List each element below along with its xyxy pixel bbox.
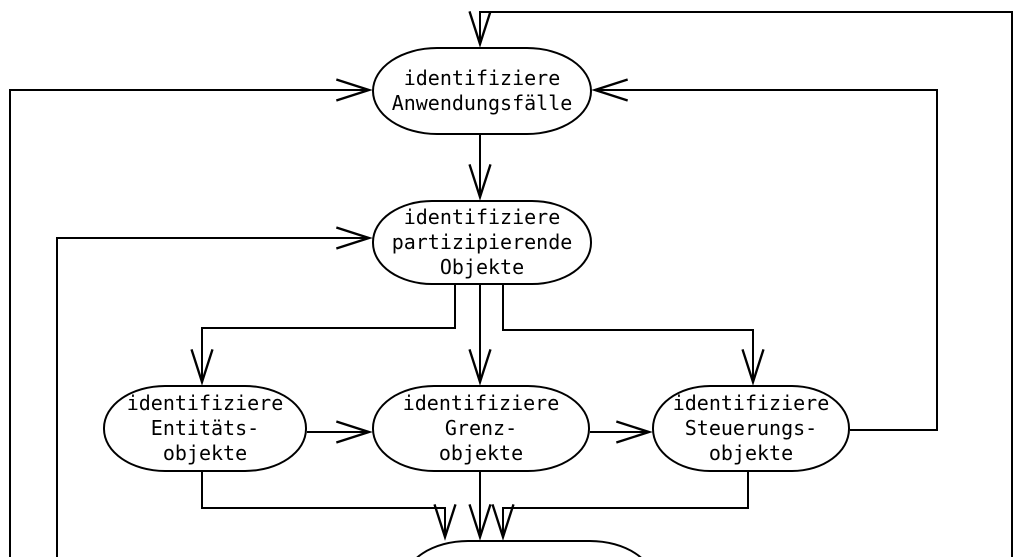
edge-loop-left-inner [56,226,373,557]
node-label-steuerungs: identifiziere Steuerungs- objekte [672,391,830,465]
edge-partizipierende-steuerungs [502,284,765,386]
node-identifiziere-partizipierende-objekte: identifiziere partizipierende Objekte [372,200,592,285]
edge-steuerungs-anwendungsfaelle [591,78,938,431]
node-label-partizipierende: identifiziere partizipierende Objekte [391,205,573,279]
edge-steuerungs-bottom [491,471,749,541]
edge-loop-top-right [468,10,1013,557]
node-label-entitaets: identifiziere Entitäts- objekte [126,391,284,465]
node-identifiziere-anwendungsfaelle: identifiziere Anwendungsfälle [372,47,592,135]
node-identifiziere-steuerungsobjekte: identifiziere Steuerungs- objekte [652,385,850,472]
node-label-grenz: identifiziere Grenz- objekte [402,391,560,465]
node-identifiziere-entitaetsobjekte: identifiziere Entitäts- objekte [103,385,307,472]
edge-partizipierende-entitaets [190,284,456,386]
node-label-anwendungsfaelle: identifiziere Anwendungsfälle [391,66,573,115]
edge-loop-left-outer [9,78,373,557]
edge-entitaets-bottom [201,471,457,541]
node-identifiziere-grenzobjekte: identifiziere Grenz- objekte [372,385,590,472]
